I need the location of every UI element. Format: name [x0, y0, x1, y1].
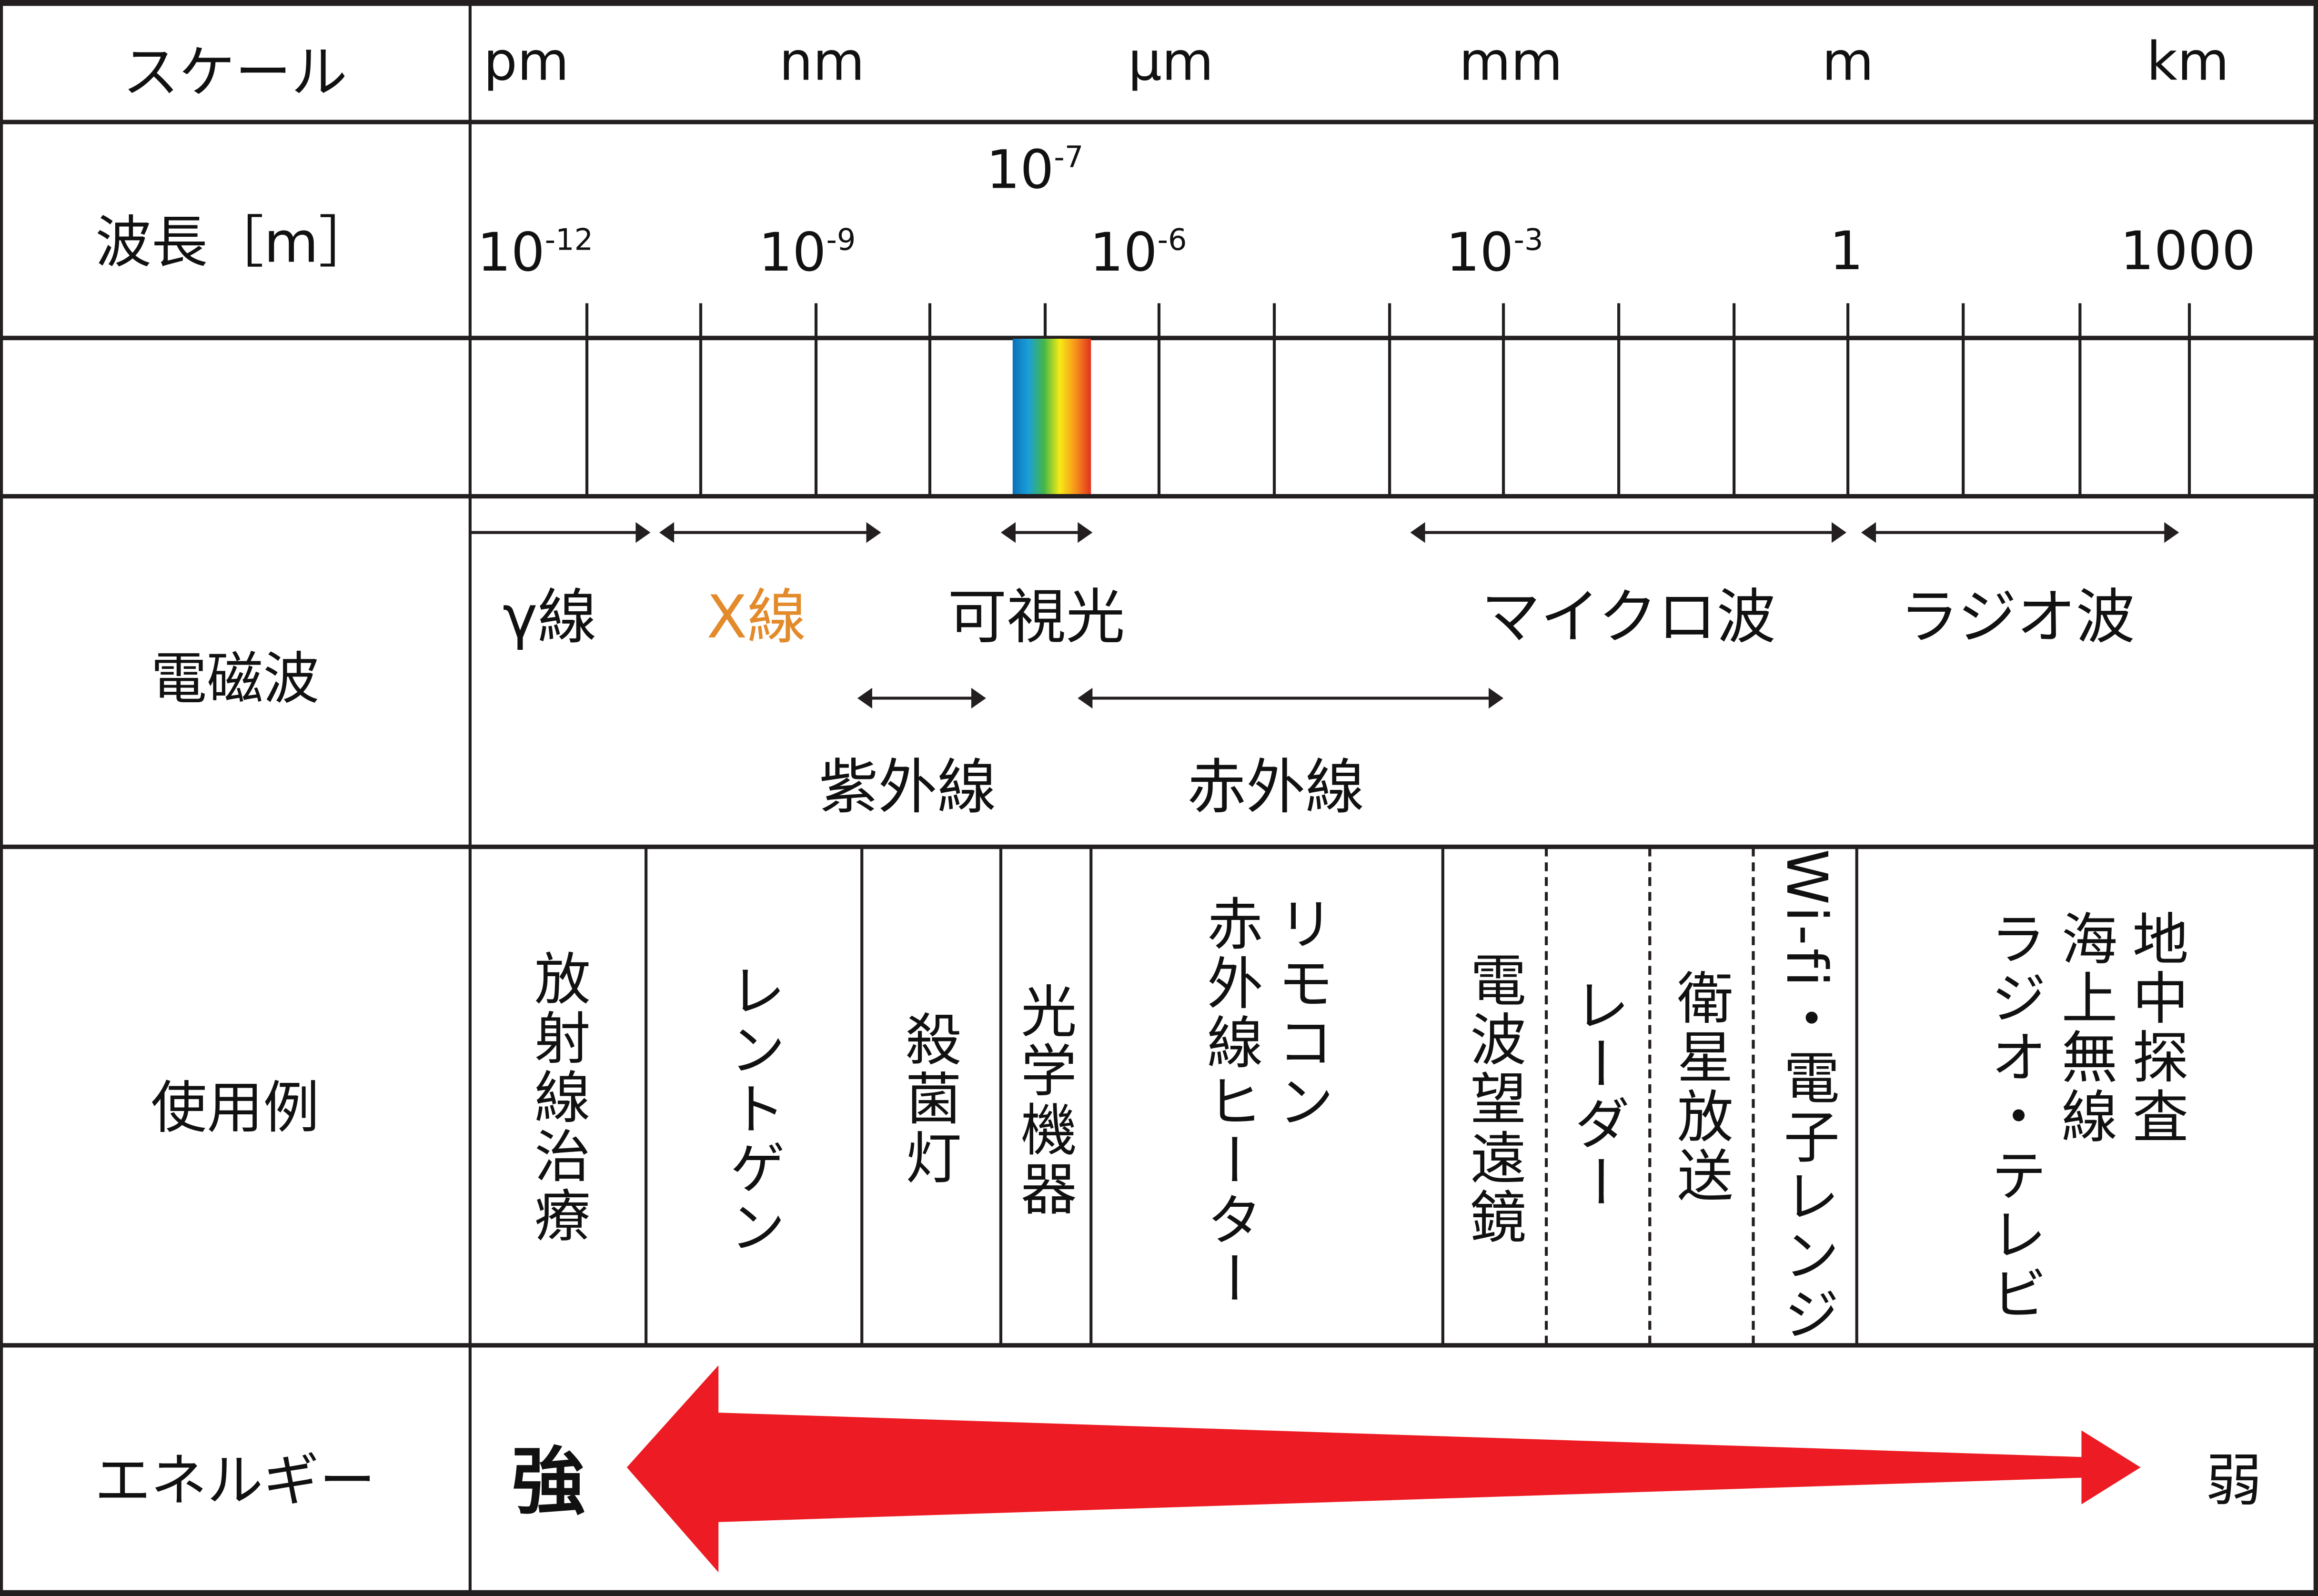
wavelength-exponent: -6	[1157, 222, 1187, 258]
range-arrow-icon	[1861, 522, 2179, 543]
row-label-uses: 使用例	[151, 1075, 320, 1141]
em-wave-label: ラジオ波	[1899, 584, 2135, 653]
em-wave-label: 可視光	[947, 584, 1125, 653]
range-arrow-icon	[659, 522, 881, 543]
use-divider	[860, 848, 864, 1345]
scale-unit: mm	[1459, 32, 1563, 93]
use-divider	[1089, 848, 1093, 1345]
wavelength-exponent: -7	[1054, 139, 1084, 175]
wavelength-label: 10-6	[1089, 222, 1187, 284]
wavelength-label: 10-7	[986, 139, 1084, 202]
row-divider-scale	[0, 120, 2318, 124]
wavelength-label: 10-3	[1446, 222, 1543, 284]
use-example: レーダー	[1564, 976, 1629, 1213]
em-wave-label: 赤外線	[1187, 754, 1365, 823]
energy-strong-label: 強	[511, 1439, 585, 1525]
energy-arrow-icon	[626, 1365, 2141, 1573]
use-divider	[1441, 848, 1444, 1345]
use-example: レントゲン	[720, 961, 785, 1258]
wavelength-exponent: -9	[826, 222, 856, 258]
border-top	[0, 0, 2318, 6]
range-arrow-icon	[1000, 522, 1093, 543]
label-column-divider	[468, 0, 472, 1596]
scale-unit: pm	[483, 32, 569, 93]
ruler-tick	[2187, 303, 2191, 496]
energy-weak-label: 弱	[2206, 1448, 2262, 1514]
row-divider-em	[0, 844, 2318, 849]
scale-unit: μm	[1128, 32, 1214, 93]
visible-spectrum-band	[1012, 338, 1091, 495]
wavelength-exponent: -3	[1513, 222, 1543, 258]
use-example: 放射線治療	[524, 950, 590, 1246]
use-example: 海上無線	[2052, 909, 2117, 1147]
ruler-tick	[1962, 303, 1965, 496]
em-wave-label: 紫外線	[819, 754, 997, 823]
scale-unit: nm	[779, 32, 865, 93]
border-left	[0, 0, 3, 1596]
row-label-wavelength: 波長［m］	[95, 210, 375, 275]
range-arrow-icon	[857, 687, 986, 709]
wavelength-label: 10-9	[758, 222, 856, 284]
use-divider-dashed	[1544, 848, 1548, 1345]
use-example: Wi-fi・電子レンジ	[1774, 849, 1839, 1345]
wavelength-label: 1	[1829, 222, 1864, 283]
use-example: 光学機器	[1011, 982, 1077, 1219]
use-divider-dashed	[1752, 848, 1755, 1345]
ruler-tick	[928, 303, 932, 496]
row-divider-uses	[0, 1343, 2318, 1348]
ruler-tick	[1617, 303, 1621, 496]
use-example: 衛星放送	[1667, 969, 1733, 1206]
use-example: 赤外線ヒーター	[1197, 895, 1263, 1309]
wavelength-label: 10-12	[477, 222, 594, 284]
em-wave-label: X線	[706, 584, 806, 653]
em-wave-label: γ線	[503, 584, 597, 653]
ruler-tick	[1272, 303, 1276, 496]
ruler-tick	[1157, 303, 1161, 496]
row-divider-ruler	[0, 494, 2318, 499]
range-arrow-icon	[1410, 522, 1847, 543]
wavelength-label: 1000	[2120, 222, 2256, 283]
ruler-tick	[1502, 303, 1505, 496]
row-label-scale: スケール	[122, 40, 348, 105]
row-label-energy: エネルギー	[94, 1448, 376, 1514]
scale-unit: m	[1822, 32, 1874, 93]
ruler-tick	[585, 303, 589, 496]
ruler-tick	[814, 303, 818, 496]
ruler-tick	[1846, 303, 1850, 496]
ruler-tick	[2078, 303, 2082, 496]
use-divider	[645, 848, 648, 1345]
range-arrow-icon	[1078, 687, 1504, 709]
use-example: 電波望遠鏡	[1461, 951, 1526, 1247]
ruler-tick	[1388, 303, 1391, 496]
use-example: 殺菌灯	[896, 1010, 961, 1188]
scale-unit: km	[2147, 32, 2229, 93]
use-example: ラジオ・テレビ	[1981, 909, 2046, 1324]
ruler-tick	[1733, 303, 1736, 496]
em-wave-label: マイクロ波	[1481, 584, 1776, 653]
border-right	[2313, 0, 2318, 1596]
row-label-em-wave: 電磁波	[151, 646, 320, 712]
use-divider-dashed	[1648, 848, 1652, 1345]
range-arrow-icon	[470, 522, 651, 543]
wavelength-exponent: -12	[544, 222, 594, 258]
use-example: 地中探査	[2123, 909, 2188, 1147]
use-divider	[999, 848, 1003, 1345]
use-example: リモコン	[1268, 895, 1334, 1132]
ruler-tick	[699, 303, 703, 496]
border-bottom	[0, 1590, 2318, 1596]
use-divider	[1855, 848, 1858, 1345]
